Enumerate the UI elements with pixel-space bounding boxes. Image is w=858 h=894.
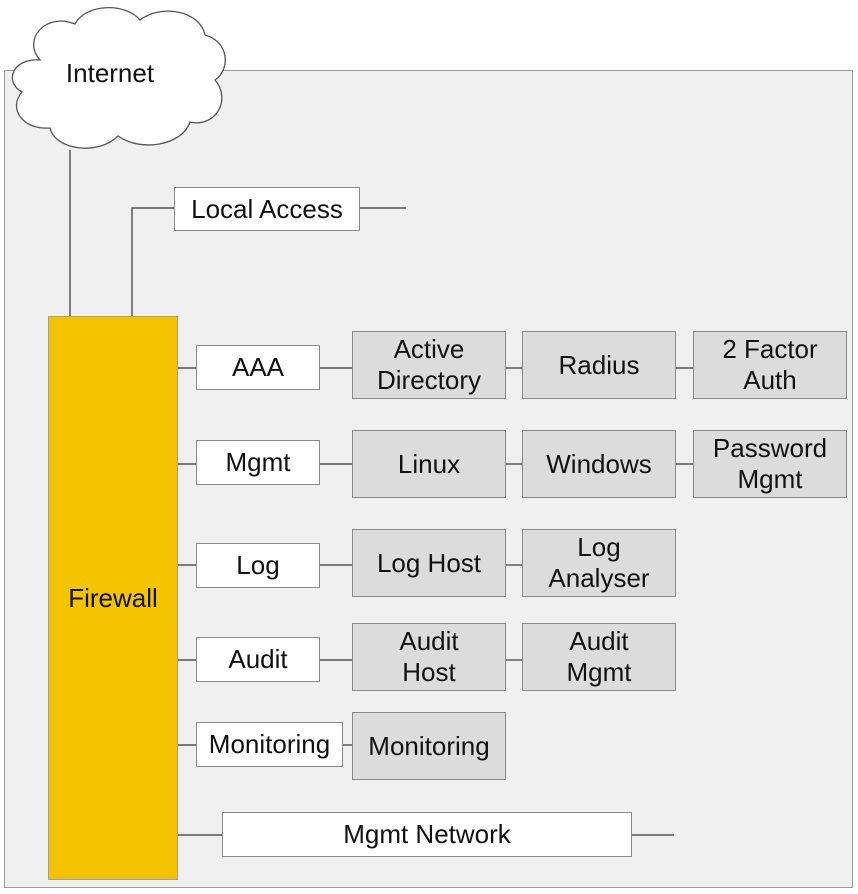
windows-box: Windows [522, 430, 676, 498]
mgmt-box: Mgmt [196, 440, 320, 485]
password-mgmt-box: Password Mgmt [693, 430, 847, 498]
radius-box: Radius [522, 331, 676, 399]
audit-box: Audit [196, 637, 320, 682]
monitoring-box: Monitoring [352, 712, 506, 780]
active-directory-box: Active Directory [352, 331, 506, 399]
linux-box: Linux [352, 430, 506, 498]
aaa-box: AAA [196, 345, 320, 390]
two-factor-auth-box: 2 Factor Auth [693, 331, 847, 399]
log-box: Log [196, 543, 320, 588]
log-analyser-box: Log Analyser [522, 529, 676, 597]
local-access-box: Local Access [174, 187, 360, 231]
audit-mgmt-box: Audit Mgmt [522, 623, 676, 691]
mgmt-network-box: Mgmt Network [222, 812, 632, 857]
audit-host-box: Audit Host [352, 623, 506, 691]
firewall-box: Firewall [48, 316, 178, 880]
log-host-box: Log Host [352, 529, 506, 597]
internet-cloud-icon [11, 7, 226, 149]
monitoring-label-box: Monitoring [196, 722, 343, 767]
internet-label: Internet [65, 58, 155, 88]
